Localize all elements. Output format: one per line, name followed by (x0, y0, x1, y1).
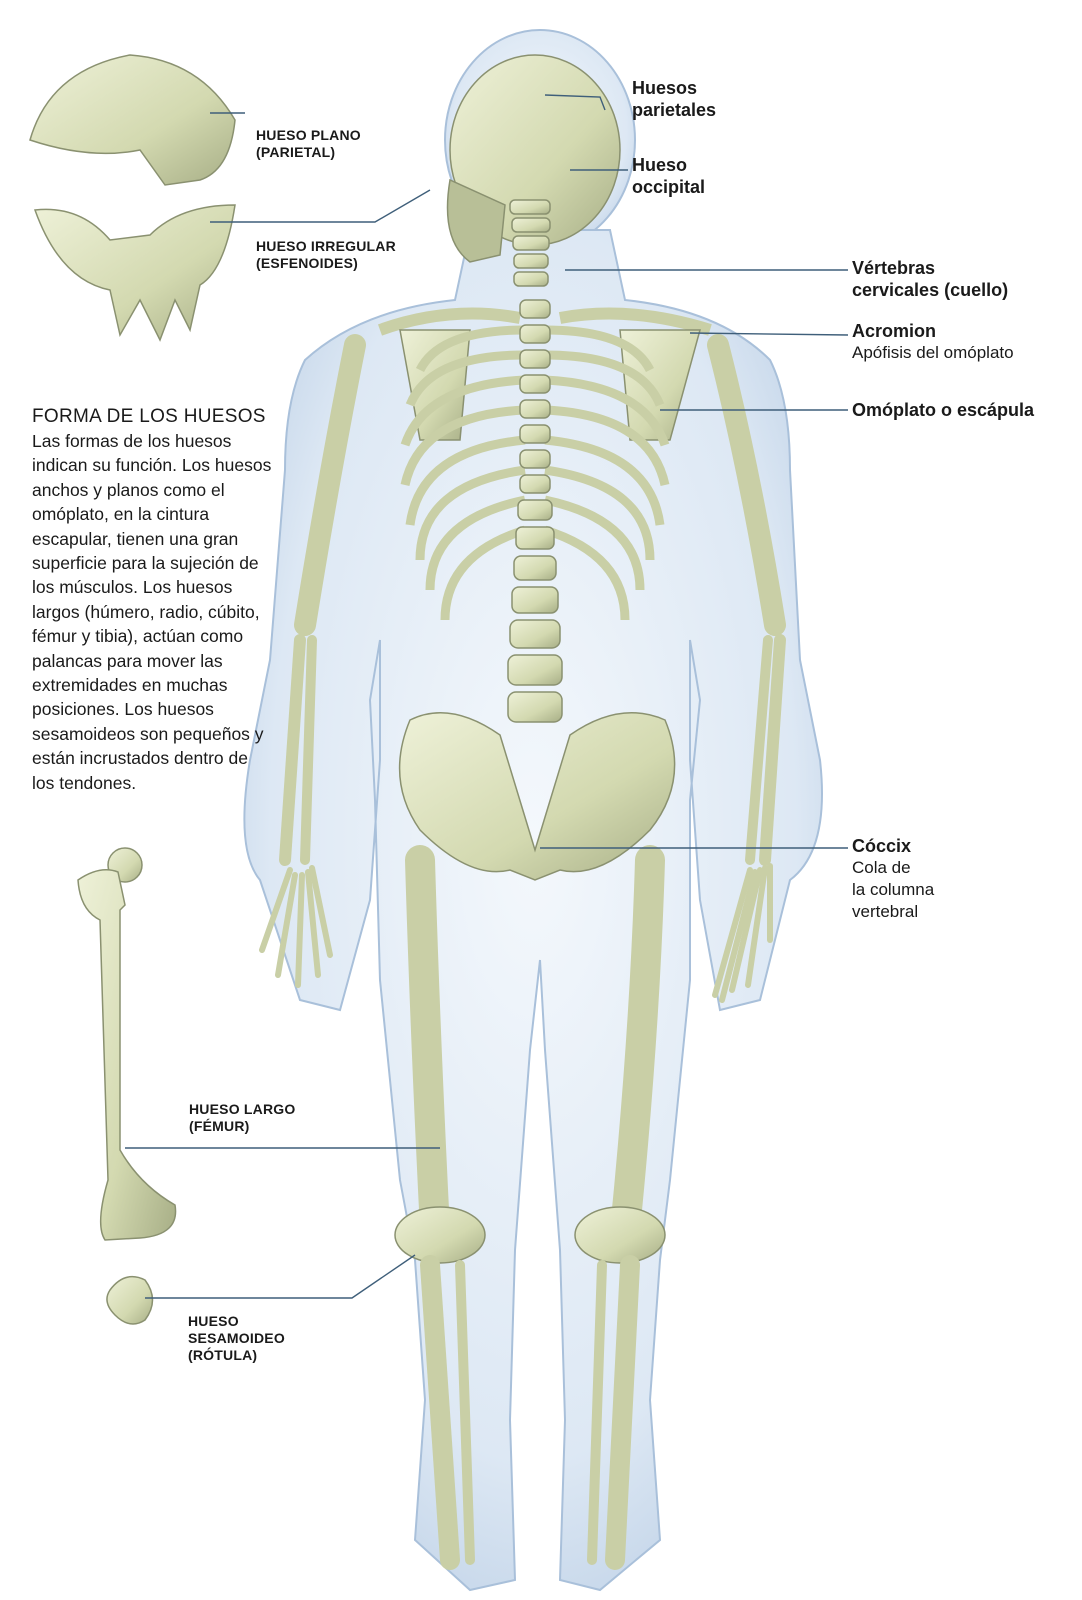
label-irregular-bone: HUESO IRREGULAR (ESFENOIDES) (256, 238, 396, 272)
label-flat-bone-line1: HUESO PLANO (256, 127, 361, 143)
label-sesamoid-bone: HUESO SESAMOIDEO (RÓTULA) (188, 1313, 285, 1364)
ribs (400, 325, 670, 621)
callout-acromion-term: Acromion (852, 321, 937, 341)
spine (507, 299, 563, 723)
callout-coccyx-desc3: vertebral (852, 902, 919, 921)
pelvis (398, 711, 676, 881)
callout-acromion-desc: Apófisis del omóplato (852, 343, 1014, 362)
specimen-sphenoid (33, 204, 236, 342)
cervical-vertebrae (509, 199, 551, 287)
callout-cervical-line2: cervicales (cuello) (852, 280, 1009, 300)
label-flat-bone: HUESO PLANO (PARIETAL) (256, 127, 361, 161)
label-sesamoid-bone-line3: (RÓTULA) (188, 1347, 258, 1363)
callout-coccyx-desc2: la columna (852, 880, 935, 899)
specimen-parietal (29, 54, 236, 186)
callout-occipital: Hueso occipital (632, 154, 705, 198)
callout-acromion: Acromion Apófisis del omóplato (852, 320, 1014, 364)
legs (394, 845, 666, 1570)
skeleton (259, 54, 786, 1570)
label-sesamoid-bone-line2: SESAMOIDEO (188, 1330, 285, 1346)
callout-occipital-line1: Hueso (632, 155, 688, 175)
label-long-bone-line1: HUESO LARGO (189, 1101, 296, 1117)
callout-coccyx-term: Cóccix (852, 836, 912, 856)
hands (259, 863, 773, 1003)
callout-parietal: Huesos parietales (632, 77, 716, 121)
leader-lines (125, 94, 849, 1299)
label-irregular-bone-line2: (ESFENOIDES) (256, 255, 358, 271)
panel-title: FORMA DE LOS HUESOS (32, 406, 266, 427)
label-irregular-bone-line1: HUESO IRREGULAR (256, 238, 396, 254)
callout-coccyx-desc1: Cola de (852, 858, 911, 877)
callout-parietal-line1: Huesos (632, 78, 698, 98)
arms (279, 334, 786, 866)
callout-occipital-line2: occipital (632, 177, 706, 197)
callout-scapula: Omóplato o escápula (852, 399, 1034, 421)
callout-scapula-term: Omóplato o escápula (852, 400, 1035, 420)
bone-shapes-text-panel: FORMA DE LOS HUESOS Las formas de los hu… (32, 405, 272, 795)
callout-coccyx: Cóccix Cola de la columna vertebral (852, 835, 934, 923)
specimen-patella (106, 1275, 154, 1325)
callout-cervical-line1: Vértebras (852, 258, 936, 278)
label-long-bone-line2: (FÉMUR) (189, 1118, 250, 1134)
callout-parietal-line2: parietales (632, 100, 717, 120)
label-flat-bone-line2: (PARIETAL) (256, 144, 336, 160)
specimen-femur (77, 847, 177, 1241)
callout-cervical: Vértebras cervicales (cuello) (852, 257, 1008, 301)
label-long-bone: HUESO LARGO (FÉMUR) (189, 1101, 295, 1135)
panel-body: Las formas de los huesos indican su func… (32, 431, 272, 793)
label-sesamoid-bone-line1: HUESO (188, 1313, 239, 1329)
